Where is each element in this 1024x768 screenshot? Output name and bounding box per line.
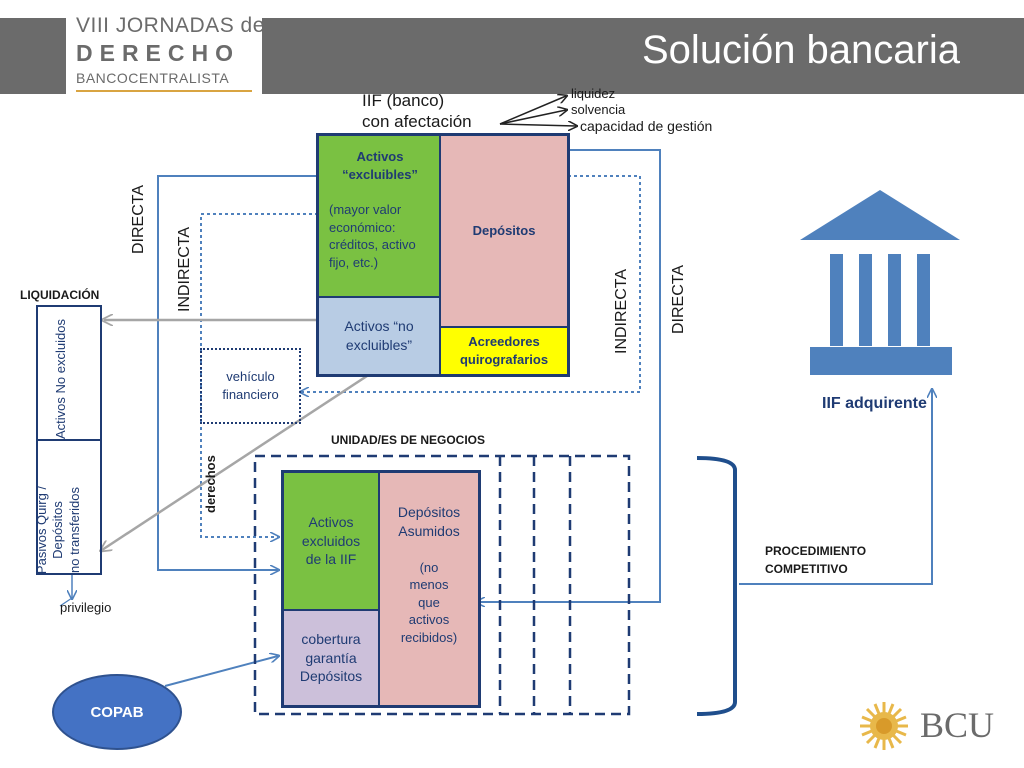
indirecta-right-label: INDIRECTA [613,268,630,354]
event-logo: VIII JORNADAS de DERECHO BANCOCENTRALIST… [66,8,265,96]
bank-icon [800,190,960,375]
derechos-label: derechos [203,455,218,513]
iif-adquirente-label: IIF adquirente [822,395,927,412]
iif-banco-label: IIF (banco) con afectación [362,91,472,132]
copab-ellipse: COPAB [52,674,182,750]
depositos-asumidos-box: Depósitos Asumidos (no menos que activos… [380,473,478,705]
solvencia-label: solvencia [571,102,626,117]
directa-left-label: DIRECTA [130,184,147,254]
logo-line-3: BANCOCENTRALISTA [76,70,230,86]
bcu-logo-text: BCU [920,705,995,745]
unidad-negocios-outline [253,454,631,716]
unidad-negocios-label: UNIDAD/ES DE NEGOCIOS [331,433,486,447]
vehiculo-financiero-box: vehículo financiero [200,348,301,424]
indirecta-left-label: INDIRECTA [176,226,193,312]
procedimiento-flow [739,390,932,585]
logo-underline [76,90,252,92]
privilegio-label: privilegio [60,600,112,615]
depositos-box: Depósitos [441,136,567,326]
procedimiento-label: PROCEDIMIENTO COMPETITIVO [765,544,867,576]
pasivos-quirg-label: Pasivos Quirg / Depósitos no transferido… [34,485,82,575]
copab-to-cobertura [164,656,278,687]
activos-excluibles-box: Activos “excluibles” (mayor valor económ… [319,136,439,296]
page-title: Solución bancaria [642,28,960,72]
directa-right-flow [477,149,661,602]
bcu-sun-icon [860,702,908,750]
directa-right-label: DIRECTA [670,264,687,334]
afectacion-arrows [499,96,576,126]
liquidez-label: liquidez [571,86,616,101]
liquidacion-divider [36,439,102,441]
directa-left-flow [157,175,318,570]
capacidad-label: capacidad de gestión [580,118,713,134]
logo-line-2: DERECHO [76,40,241,66]
activos-no-excluidos-label: Activos No excluidos [53,319,68,439]
activos-excluidos-box: Activos excluidos de la IIF [284,473,378,609]
logo-line-1: VIII JORNADAS de [76,14,265,37]
right-bracket [696,456,737,716]
activos-no-excluibles-box: Activos “no excluibles” [319,298,439,374]
cobertura-box: cobertura garantía Depósitos [284,611,378,705]
liquidacion-label: LIQUIDACIÓN [20,288,100,302]
indirecta-right-flow [301,175,641,392]
acreedores-box: Acreedores quirografarios [441,328,567,374]
